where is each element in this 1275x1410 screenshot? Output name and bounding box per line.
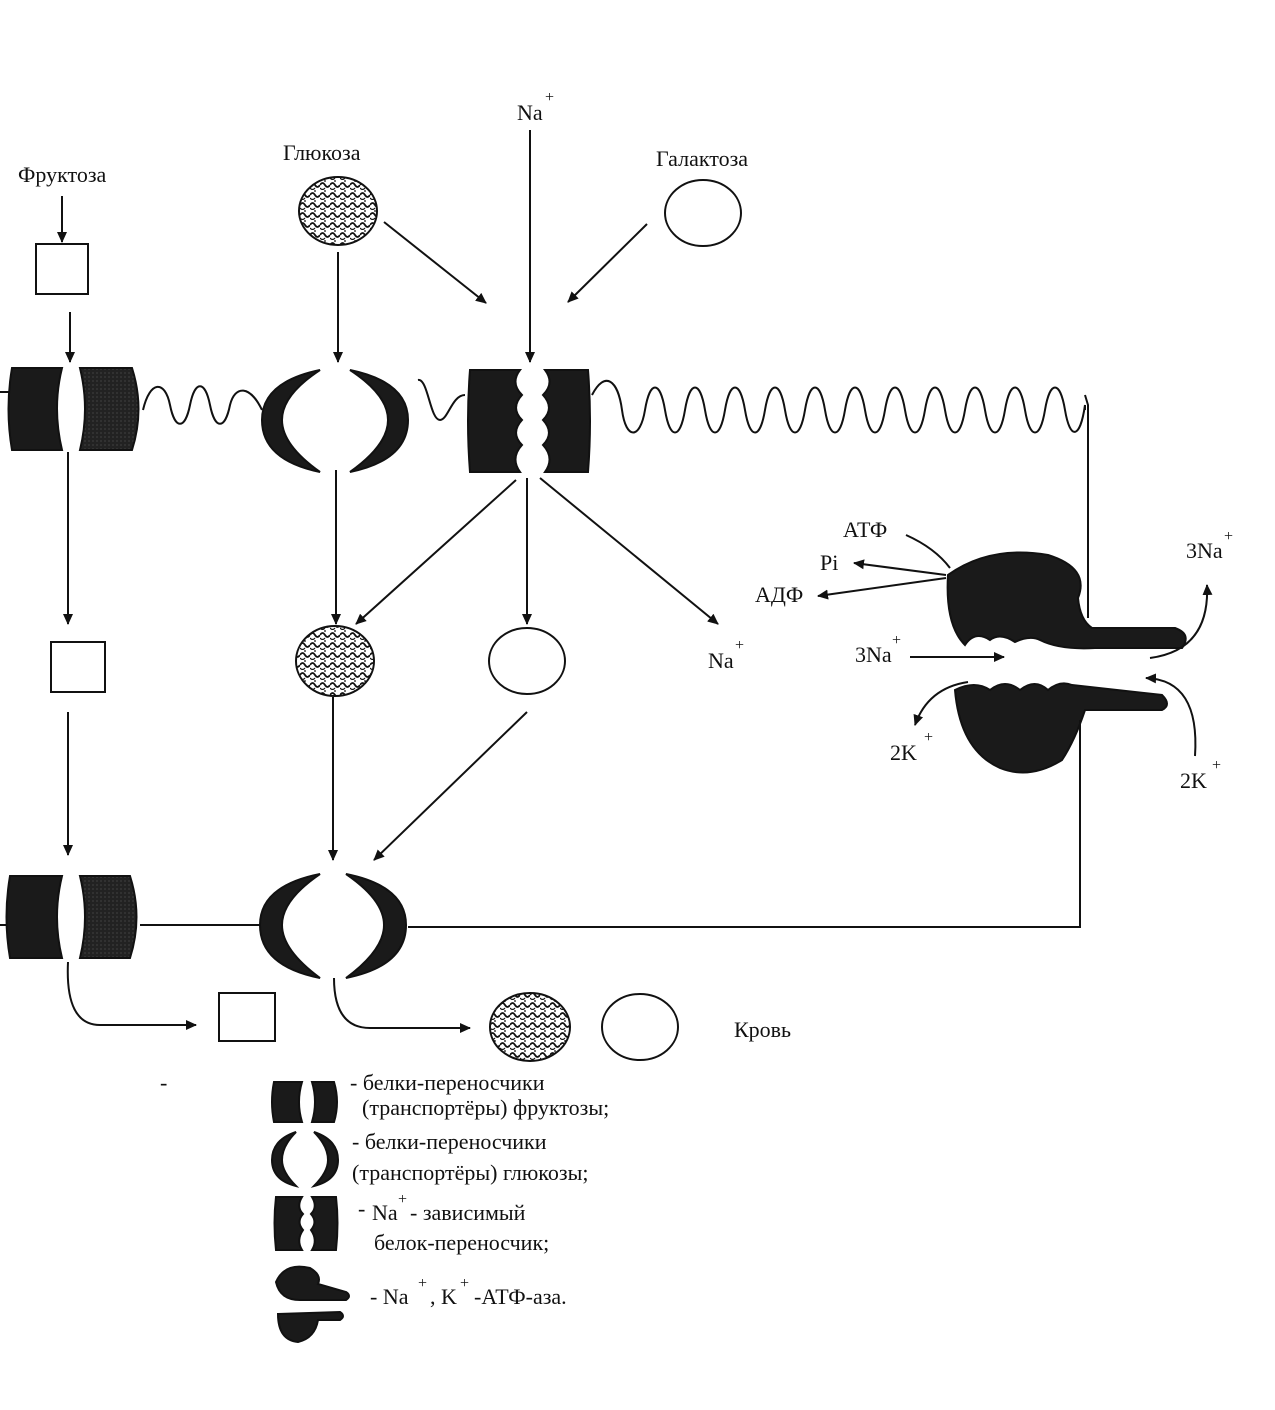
atf-label: АТФ <box>843 517 887 542</box>
three-na-right-plus: + <box>1224 528 1233 545</box>
galactose-label: Галактоза <box>656 146 748 171</box>
legend-atpase-plus2: + <box>460 1275 469 1292</box>
glucose-transporter-basolateral <box>258 873 408 979</box>
galactose-molecule-mid <box>488 627 566 695</box>
fructose-box-top <box>35 243 89 295</box>
basolateral-membrane <box>0 720 1081 928</box>
legend-na-dependent-icon <box>273 1196 339 1251</box>
legend-na-rest: - зависимый <box>410 1200 526 1225</box>
na-top-label: Na <box>517 100 543 125</box>
legend-na-plus: + <box>398 1191 407 1208</box>
atpase-arrows <box>817 534 1213 757</box>
na-k-atpase <box>946 551 1187 774</box>
fructose-box-blood <box>218 992 276 1042</box>
three-na-right-label: 3Na <box>1186 538 1223 563</box>
na-mid-plus: + <box>735 637 744 654</box>
legend-atpase-rest: -АТФ-аза. <box>474 1284 567 1309</box>
two-k-right-plus: + <box>1212 757 1221 774</box>
glucose-molecule-mid <box>295 625 375 697</box>
legend-glucose-line2: (транспортёры) глюкозы; <box>352 1160 588 1185</box>
apical-membrane <box>0 379 1089 618</box>
na-mid-label: Na <box>708 648 734 673</box>
pi-label: Pi <box>820 550 838 575</box>
legend-glucose-transporter-icon <box>270 1131 340 1188</box>
legend-atpase-plus1: + <box>418 1275 427 1292</box>
legend-atpase-prefix: - Na <box>370 1284 409 1309</box>
two-k-right-label: 2K <box>1180 768 1207 793</box>
na-top-plus: + <box>545 89 554 106</box>
legend-fructose-line1: - белки-переносчики <box>350 1070 545 1095</box>
fructose-transporter-apical <box>7 367 140 451</box>
legend-na-symbol: Na <box>372 1200 398 1225</box>
legend-glucose-line1: - белки-переносчики <box>352 1129 547 1154</box>
adf-label: АДФ <box>755 582 803 607</box>
legend-atpase-k: , K <box>430 1284 457 1309</box>
glucose-label: Глюкоза <box>283 140 361 165</box>
glucose-transporter-apical <box>260 369 410 473</box>
fructose-transporter-basolateral <box>5 875 138 959</box>
legend: - - белки-переносчики (транспортёры) фру… <box>160 1070 609 1344</box>
blood-label: Кровь <box>734 1017 791 1042</box>
legend-tick: - <box>160 1070 167 1095</box>
galactose-molecule-top <box>664 179 742 247</box>
glucose-molecule-blood <box>489 992 571 1062</box>
legend-fructose-transporter-icon <box>271 1081 338 1123</box>
glucose-molecule-top <box>298 176 378 246</box>
two-k-left-plus: + <box>924 729 933 746</box>
arrows-entry <box>57 130 648 363</box>
arrows-exit <box>66 961 471 1033</box>
three-na-left-plus: + <box>892 632 901 649</box>
na-dependent-transporter <box>467 369 591 473</box>
legend-atpase-icon <box>274 1265 350 1344</box>
two-k-left-label: 2K <box>890 740 917 765</box>
galactose-molecule-blood <box>601 993 679 1061</box>
legend-na-line2: белок-переносчик; <box>374 1230 549 1255</box>
fructose-label: Фруктоза <box>18 162 107 187</box>
fructose-box-mid <box>50 641 106 693</box>
arrows-intracellular <box>63 452 719 861</box>
three-na-left-label: 3Na <box>855 642 892 667</box>
legend-na-dash: - <box>358 1196 365 1221</box>
legend-fructose-line2: (транспортёры) фруктозы; <box>362 1095 609 1120</box>
